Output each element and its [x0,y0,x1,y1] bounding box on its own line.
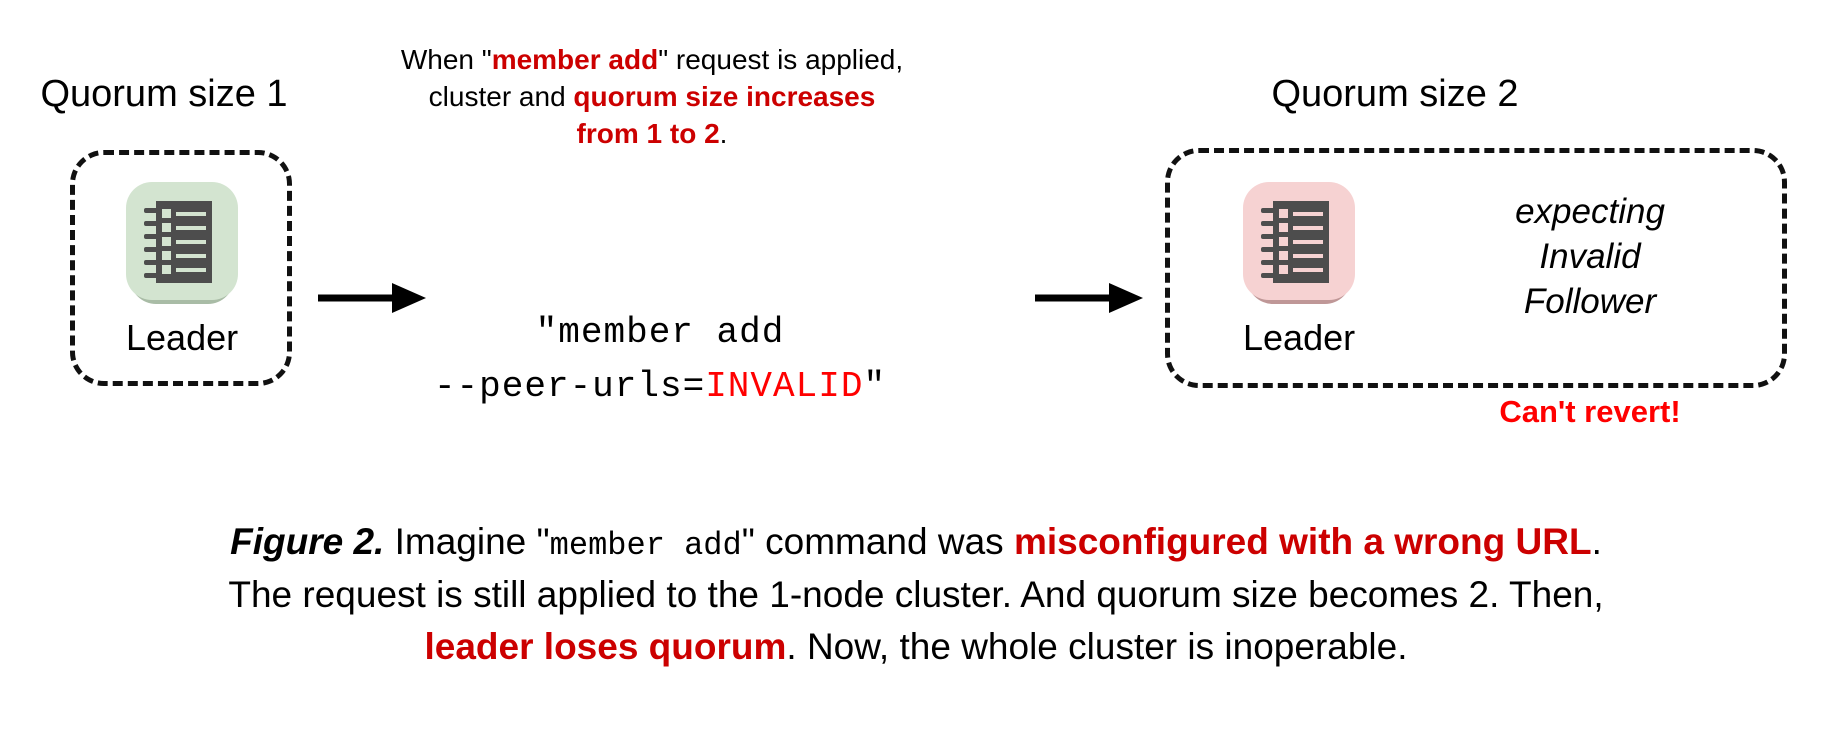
left-cluster-boundary [70,150,292,386]
note-line-3: from 1 to 2. [354,116,950,153]
caption-line-1: Figure 2. Imagine "member add" command w… [0,516,1832,569]
right-node-caption: Leader [1243,317,1356,358]
caption-figure-number: Figure 2. [230,521,385,562]
caption-l1-b: " command was [741,521,1014,562]
command-invalid-token: INVALID [705,366,864,407]
command-line2-prefix: --peer-urls= [433,366,706,407]
figure-caption: Figure 2. Imagine "member add" command w… [0,516,1832,674]
caption-l1-mono: member add [549,527,742,564]
command-line-2: --peer-urls=INVALID" [434,366,886,407]
command-line2-suffix: " [863,366,887,407]
right-cluster-boundary [1165,148,1787,388]
expecting-line-2: Invalid [1539,236,1641,276]
note-line-1: When "member add" request is applied, [354,42,950,79]
note-line1-bold: member add [491,44,659,75]
caption-line-2: The request is still applied to the 1-no… [228,573,1604,615]
command-line-1: "member add [535,312,785,353]
right-cluster-label: Quorum size 2 [1271,73,1519,115]
arrow-right-icon-left [318,283,426,313]
caption-l3-a: . Now, the whole cluster is inoperable. [786,626,1408,668]
cant-revert-badge: Can't revert! [1499,394,1681,429]
expecting-line-3: Follower [1523,281,1657,321]
note-line3-suffix: . [719,117,728,149]
note-line2-bold: quorum size increases [573,80,876,112]
caption-l1-a: Imagine " [384,521,550,562]
command-block: "member add --peer-urls=INVALID" [420,252,900,468]
left-node-icon-wrap [126,182,239,310]
left-leader-node[interactable]: Leader [126,182,238,356]
note-line3-bold: from 1 to 2 [576,117,720,149]
etcd-node-ledger-icon [144,201,213,283]
arrow-right-icon-right [1035,283,1143,313]
note-line1-prefix: When " [400,44,492,75]
caption-l1-highlight: misconfigured with a wrong URL [1013,521,1592,562]
etcd-node-ledger-icon [1261,201,1330,283]
expecting-status-text: expecting Invalid Follower [1430,190,1750,324]
annotation-note: When "member add" request is applied, cl… [354,42,950,153]
right-node-icon-wrap [1243,182,1356,310]
note-line-2: cluster and quorum size increases [354,79,950,116]
caption-l1-c: . [1591,521,1602,562]
caption-line-3: leader loses quorum. Now, the whole clus… [0,621,1832,674]
right-leader-node[interactable]: Leader [1243,182,1355,356]
caption-l3-highlight: leader loses quorum [424,626,787,668]
left-cluster-label: Quorum size 1 [40,73,288,115]
note-line2-prefix: cluster and [428,80,574,112]
left-node-caption: Leader [126,317,239,358]
expecting-line-1: expecting [1515,192,1665,231]
note-line1-suffix: " request is applied, [658,44,904,75]
